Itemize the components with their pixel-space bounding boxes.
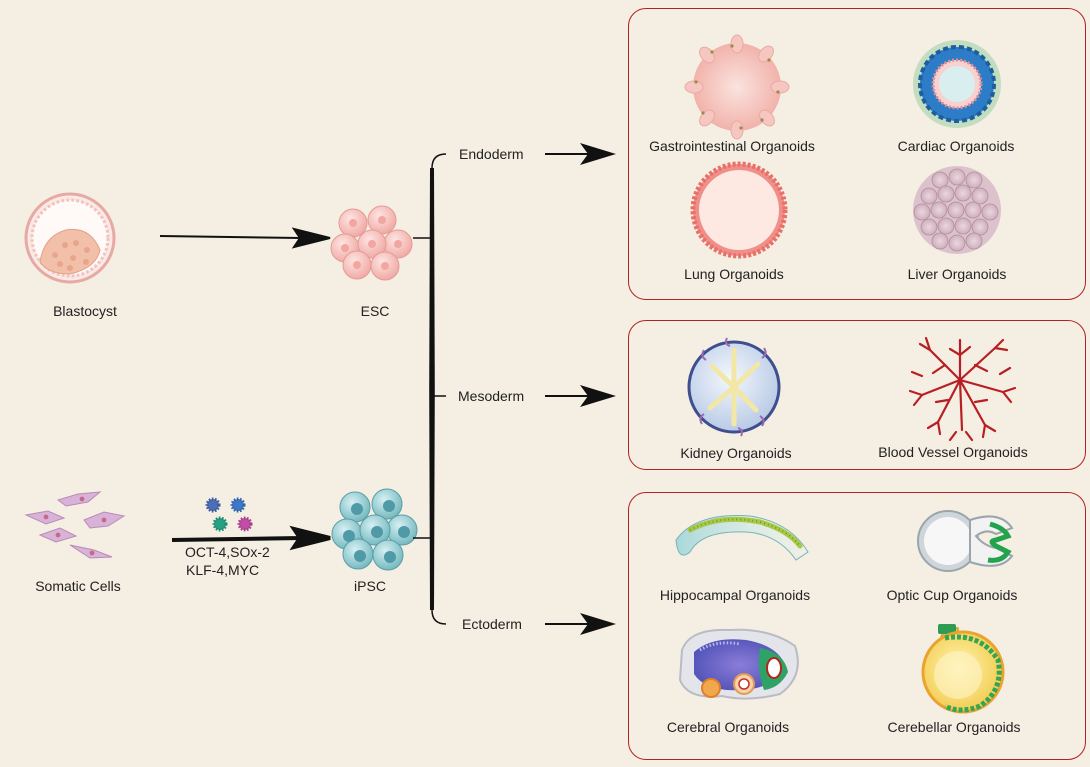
somatic-cells-label: Somatic Cells: [35, 578, 121, 594]
mesoderm-organoid-box: [628, 320, 1086, 470]
germ-layer-arrows: [545, 143, 616, 635]
esc-label: ESC: [360, 303, 390, 319]
cardiac-organoids-label: Cardiac Organoids: [897, 138, 1015, 154]
ipsc-label: iPSC: [354, 578, 386, 594]
reprogramming-factors-line-2: KLF-4,MYC: [186, 562, 260, 578]
cardiac-organoid-icon: [913, 40, 1001, 128]
optic-cup-organoid-icon: [917, 510, 1014, 572]
liver-organoid-icon: [913, 166, 1001, 254]
blastocyst-illustration: [24, 192, 116, 284]
bracket-stem: [429, 168, 435, 610]
gastrointestinal-organoid-icon: [684, 34, 790, 140]
reprogramming-factor-virions: [205, 497, 253, 532]
cerebral-organoids-label: Cerebral Organoids: [666, 719, 790, 735]
esc-cell-cluster: [330, 205, 413, 281]
endoderm-label: Endoderm: [459, 146, 524, 162]
reprogramming-factors-line-1: OCT-4,SOx-2: [185, 544, 270, 560]
cerebellar-organoid-icon: [921, 624, 1005, 714]
gastrointestinal-organoids-label: Gastrointestinal Organoids: [649, 138, 815, 154]
endoderm-organoid-box: [628, 8, 1086, 300]
blood-vessel-organoids-label: Blood Vessel Organoids: [878, 444, 1028, 460]
kidney-organoid-icon: [687, 337, 781, 437]
lung-organoid-icon: [690, 161, 788, 259]
ectoderm-label: Ectoderm: [462, 616, 522, 632]
somatic-cells-illustration: [24, 491, 126, 559]
blood-vessel-organoid-icon: [908, 336, 1017, 442]
blastocyst-label: Blastocyst: [53, 303, 117, 319]
hippocampal-organoids-label: Hippocampal Organoids: [659, 587, 811, 603]
germ-layer-bracket: [413, 153, 447, 625]
arrow-blastocyst-to-esc: [159, 227, 331, 249]
ectoderm-organoid-box: [628, 492, 1086, 760]
cerebral-organoid-icon: [678, 628, 799, 700]
kidney-organoids-label: Kidney Organoids: [680, 445, 792, 461]
arrow-somatic-to-ipsc: [171, 525, 331, 551]
liver-organoids-label: Liver Organoids: [907, 266, 1007, 282]
mesoderm-label: Mesoderm: [458, 388, 525, 404]
optic-cup-organoids-label: Optic Cup Organoids: [886, 587, 1018, 603]
cerebellar-organoids-label: Cerebellar Organoids: [887, 719, 1021, 735]
hippocampal-organoid-icon: [675, 515, 809, 561]
esc-cell-nuclei: [341, 216, 402, 270]
lung-organoids-label: Lung Organoids: [684, 266, 784, 282]
ipsc-cell-nuclei: [343, 500, 410, 563]
